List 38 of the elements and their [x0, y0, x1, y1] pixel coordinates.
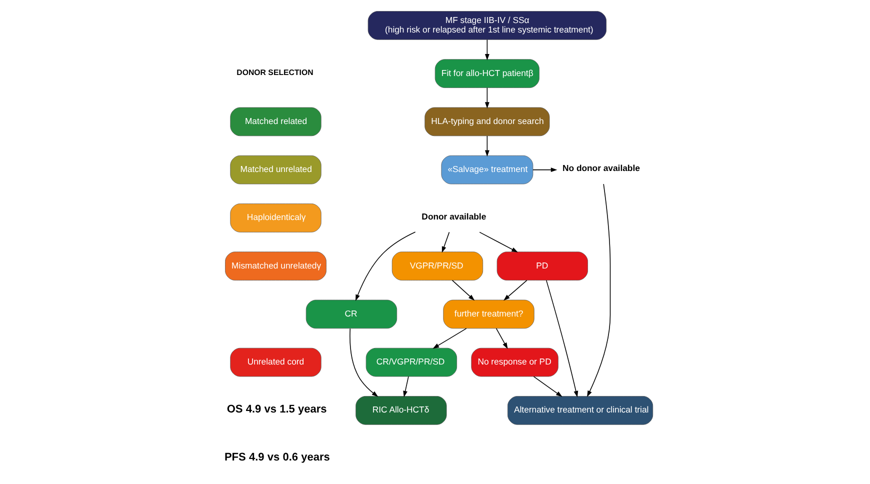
node-box: Mismatched unrelatedγ	[224, 252, 326, 280]
arrow	[484, 87, 489, 108]
node-box: CR/VGPR/PR/SD	[365, 348, 456, 377]
arrow	[478, 232, 518, 252]
arrow	[532, 376, 562, 397]
node-box: VGPR/PR/SD	[391, 252, 483, 280]
arrow	[441, 232, 450, 253]
node-box: Haploidenticalγ	[230, 204, 321, 232]
arrow	[484, 136, 489, 157]
node-box: CR	[305, 300, 397, 329]
arrow	[451, 280, 474, 301]
node-box: further treatment?	[442, 300, 534, 329]
node-box: PD	[496, 252, 588, 280]
node-box: Fit for allo-HCT patientβ	[434, 59, 539, 88]
node-text: No donor available	[562, 163, 640, 174]
label: PFS 4.9 vs 0.6 years	[224, 452, 330, 464]
node-box: Unrelated cord	[230, 348, 321, 377]
arrow	[349, 328, 378, 397]
arrow	[484, 39, 489, 60]
node-box: HLA-typing and donor search	[424, 107, 550, 136]
node-box: Matched unrelated	[230, 155, 321, 184]
arrow	[495, 328, 508, 349]
arrow	[432, 328, 466, 349]
arrow	[586, 184, 610, 398]
arrow	[545, 280, 578, 398]
arrow	[503, 280, 527, 301]
arrow	[402, 376, 408, 398]
arrow	[355, 232, 416, 301]
node-text: Donor available	[421, 211, 486, 222]
arrow	[532, 168, 557, 172]
node-box: MF stage IIB-IV / SSα (high risk or relapsed after 1st line systemic treatment)	[367, 11, 606, 40]
label: DONOR SELECTION	[236, 68, 313, 77]
node-box: RIC Allo-HCTδ	[355, 396, 446, 425]
node-box: Alternative treatment or clinical trial	[506, 396, 653, 425]
node-box: «Salvage» treatment	[440, 155, 533, 184]
node-box: No response or PD	[470, 348, 558, 377]
node-box: Matched related	[230, 107, 321, 136]
label: OS 4.9 vs 1.5 years	[226, 404, 326, 416]
